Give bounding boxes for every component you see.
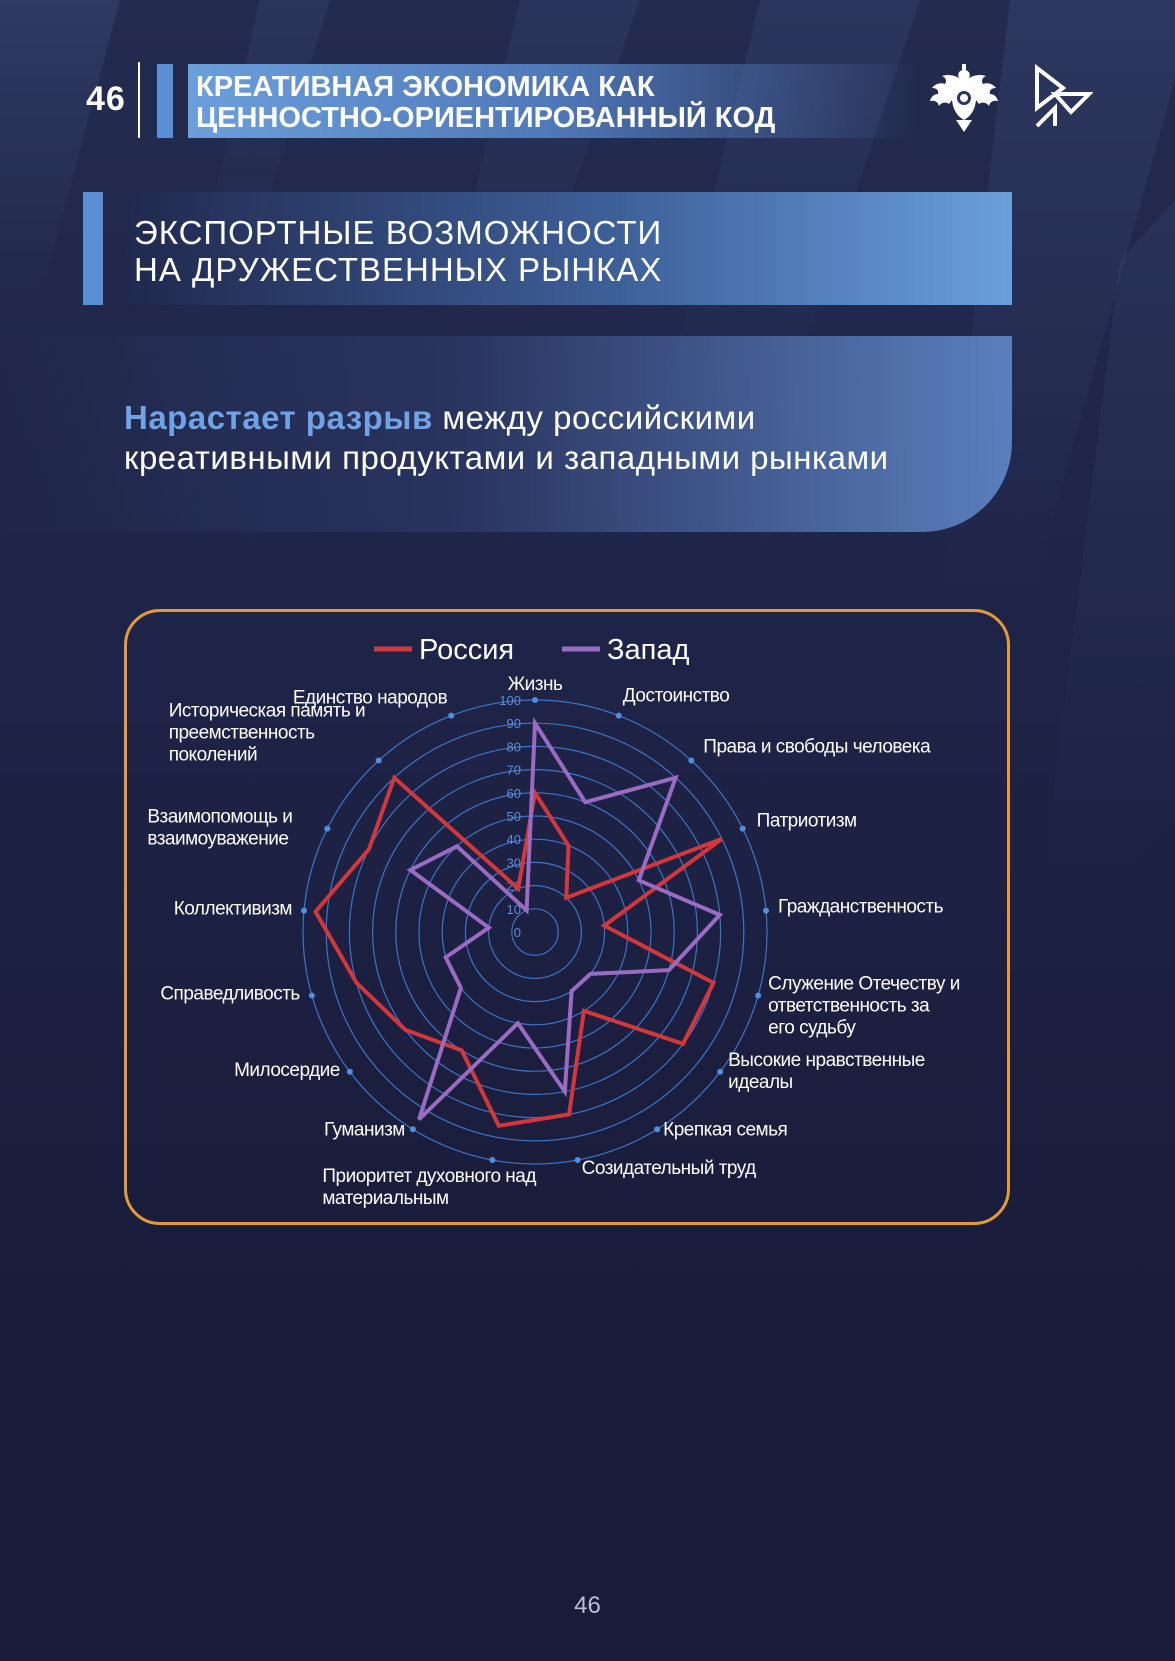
category-label: Гуманизм: [324, 1119, 405, 1140]
double-headed-eagle-emblem-icon: [930, 64, 998, 132]
lead-emphasis: Нарастает разрыв: [124, 399, 433, 436]
axis-end-dot: [574, 1157, 581, 1164]
axis-end-dot: [755, 992, 762, 999]
brand-logo-icon: [1035, 64, 1093, 128]
axis-end-dot: [654, 1126, 661, 1133]
category-label: Патриотизм: [757, 811, 857, 832]
r-tick-label: 50: [507, 809, 521, 824]
document-title-line2: ЦЕННОСТНО-ОРИЕНТИРОВАННЫЙ КОД: [196, 102, 776, 134]
radar-chart: 0102030405060708090100ЖизньДостоинствоПр…: [147, 634, 960, 1209]
axis-end-dot: [346, 1068, 353, 1075]
axis-end-dot: [409, 1126, 416, 1133]
grid-ring: [395, 792, 675, 1072]
r-tick-label: 90: [507, 716, 521, 731]
r-tick-label: 100: [499, 693, 521, 708]
r-tick-label: 70: [507, 763, 521, 778]
lead-line2: креативными продуктами и западными рынка…: [124, 439, 889, 476]
section-title: ЭКСПОРТНЫЕ ВОЗМОЖНОСТИ НА ДРУЖЕСТВЕННЫХ …: [134, 214, 662, 288]
legend-label-Россия: Россия: [419, 634, 514, 666]
document-title: КРЕАТИВНАЯ ЭКОНОМИКА КАК ЦЕННОСТНО-ОРИЕН…: [196, 72, 916, 134]
header-divider: [138, 62, 140, 138]
r-tick-label: 10: [507, 902, 521, 917]
grid-ring: [372, 769, 698, 1095]
axis-end-dot: [308, 992, 315, 999]
grid-ring: [464, 861, 606, 1003]
lead-panel: [0, 336, 1012, 532]
series-line-Россия: [313, 774, 724, 1129]
section-title-line1: ЭКСПОРТНЫЕ ВОЗМОЖНОСТИ: [134, 214, 663, 251]
r-tick-label: 60: [507, 786, 521, 801]
page-number: 46: [86, 80, 126, 118]
r-tick-label: 40: [507, 832, 521, 847]
grid-ring: [488, 885, 583, 980]
category-label: Жизнь: [508, 674, 563, 695]
r-tick-label: 30: [507, 855, 521, 870]
category-label: Милосердие: [234, 1060, 340, 1081]
r-tick-label: 0: [514, 925, 521, 940]
category-label: Гражданственность: [778, 897, 944, 918]
chart-frame: [124, 609, 1010, 1225]
axis-end-dot: [688, 757, 695, 764]
category-label: Справедливость: [160, 983, 300, 1004]
grid-ring: [325, 722, 745, 1142]
section-title-line2: НА ДРУЖЕСТВЕННЫХ РЫНКАХ: [134, 251, 663, 288]
axis-end-dot: [375, 757, 382, 764]
category-label: Крепкая семья: [663, 1119, 787, 1140]
lead-text: Нарастает разрыв между российскими креат…: [124, 398, 984, 478]
category-label: Достоинство: [623, 686, 729, 707]
axis-end-dot: [763, 907, 770, 914]
category-label: Права и свободы человека: [703, 737, 931, 758]
section-accent-bar: [83, 192, 103, 305]
footer-page-number: 46: [574, 1592, 601, 1619]
document-title-line1: КРЕАТИВНАЯ ЭКОНОМИКА КАК: [196, 71, 655, 103]
axis-end-dot: [739, 825, 746, 832]
grid-ring: [441, 838, 629, 1026]
legend-label-Запад: Запад: [607, 634, 689, 666]
axis-end-dot: [615, 712, 622, 719]
axis-end-dot: [717, 1068, 724, 1075]
axis-end-dot: [532, 697, 538, 703]
lead-line1-rest: между российскими: [432, 399, 756, 436]
category-label: Созидательный труд: [582, 1158, 757, 1179]
header-accent-bar: [157, 64, 173, 138]
header-banner: [188, 64, 918, 138]
r-tick-label: 80: [507, 739, 521, 754]
axis-end-dot: [324, 825, 331, 832]
section-banner: [122, 192, 1012, 305]
axis-end-dot: [300, 907, 307, 914]
category-label: Коллективизм: [174, 899, 292, 920]
category-label: Единство народов: [293, 688, 448, 709]
axis-end-dot: [489, 1157, 496, 1164]
axis-end-dot: [448, 712, 455, 719]
series-line-Запад: [406, 716, 724, 1121]
grid-ring: [511, 908, 559, 956]
